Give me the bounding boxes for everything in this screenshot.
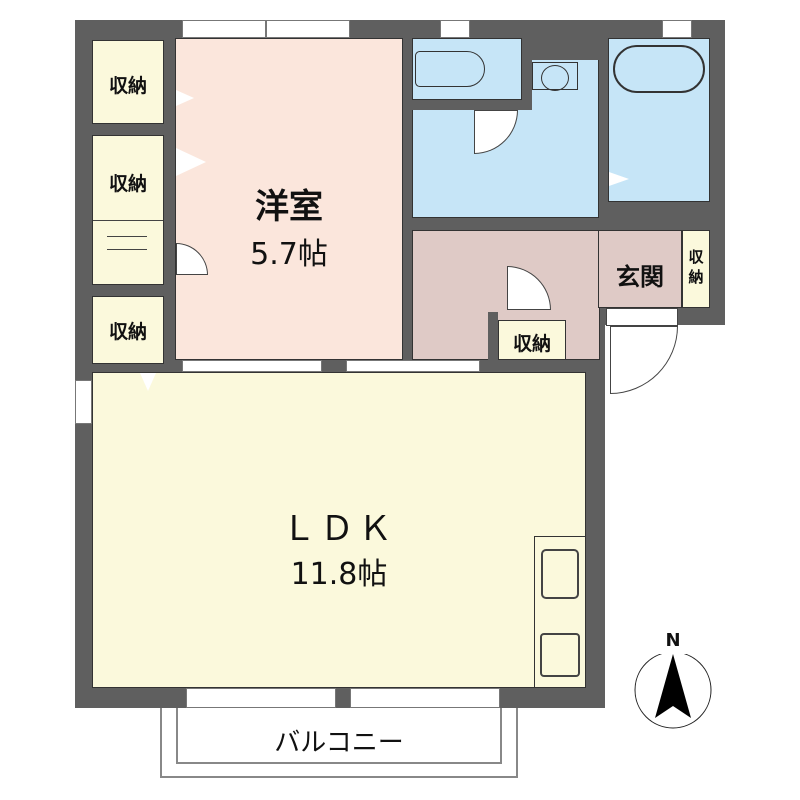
window-western-south: [182, 360, 322, 372]
window-ldk-west: [75, 380, 92, 424]
kitchen-sink-icon: [541, 549, 579, 599]
balcony-label: バルコニー: [274, 728, 404, 758]
storage-label-1: 収納: [108, 75, 147, 97]
toilet-room-overlay: [412, 38, 522, 100]
stove-icon: [540, 633, 580, 677]
western-room-size: 5.7帖: [250, 237, 328, 272]
ldk-name: ＬＤＫ: [282, 509, 396, 549]
hall-storage: 収納: [498, 320, 566, 360]
door-swing-icon-entrance: [610, 326, 678, 394]
compass: N: [633, 630, 713, 730]
sink-counter: [532, 62, 578, 91]
door-icon-bath: [609, 172, 629, 186]
washroom-wall: [522, 38, 532, 110]
window-balcony-1: [186, 688, 336, 708]
entrance-door[interactable]: [606, 308, 678, 326]
bathtub-icon: [613, 45, 705, 93]
ldk-size: 11.8帖: [290, 557, 388, 592]
western-room: 洋室 5.7帖: [175, 38, 403, 360]
window-western-north-2: [266, 20, 350, 38]
sink-icon: [541, 65, 569, 91]
entrance-storage-label: 収 納: [688, 248, 704, 286]
window-toilet: [440, 20, 470, 38]
closet-door-icon-3: [140, 373, 156, 391]
balcony: バルコニー: [176, 708, 502, 764]
storage-room-1: 収納: [92, 40, 164, 124]
western-room-name: 洋室: [255, 187, 323, 227]
toilet-wall: [412, 100, 524, 110]
storage-label-3: 収納: [108, 321, 147, 343]
toilet-icon: [415, 51, 485, 87]
compass-north-label: N: [665, 630, 681, 651]
closet-door-icon-1: [176, 90, 194, 106]
ldk-room: ＬＤＫ 11.8帖: [92, 372, 586, 688]
hanger-rail-icon: [93, 220, 163, 221]
storage-label-2: 収納: [108, 173, 147, 195]
window-balcony-2: [350, 688, 500, 708]
north-arrow-icon: [634, 654, 712, 729]
closet-door-icon-2: [176, 148, 206, 176]
window-hall-south: [346, 360, 480, 372]
balcony-outer: [160, 708, 518, 778]
entrance-label: 玄関: [616, 263, 664, 291]
hall-storage-label: 収納: [512, 333, 551, 355]
entrance: 玄関: [598, 230, 682, 308]
storage-room-3: 収納: [92, 296, 164, 364]
hall-wall: [488, 312, 498, 360]
storage-room-2: 収納: [92, 135, 164, 285]
window-bath: [662, 20, 692, 38]
window-western-north: [182, 20, 266, 38]
entrance-storage: 収 納: [682, 230, 710, 308]
kitchen-counter: [534, 536, 586, 688]
hanger-icon: [107, 236, 147, 250]
